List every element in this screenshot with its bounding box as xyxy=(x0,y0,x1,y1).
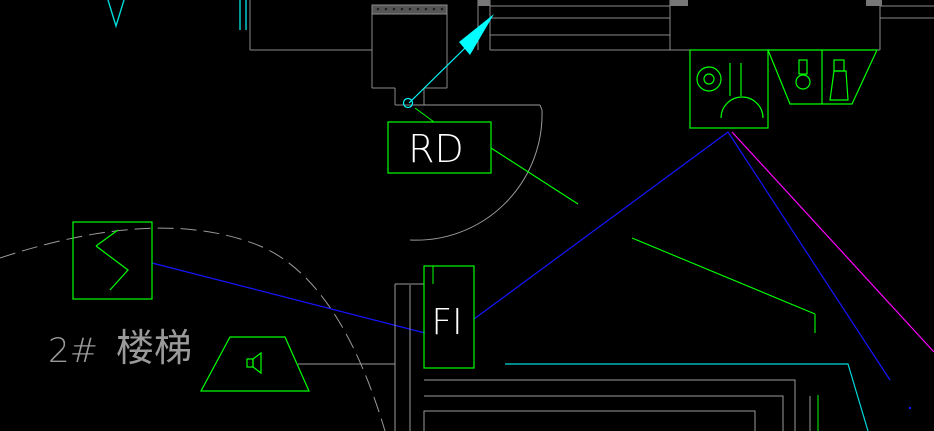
speaker-icon xyxy=(199,336,310,392)
cyan-wiring-bottom xyxy=(505,363,869,431)
signal-module-icon xyxy=(689,49,769,129)
column-marker-1 xyxy=(478,0,490,6)
column-marker-2 xyxy=(670,0,688,6)
cyan-arrow-icon xyxy=(402,14,494,109)
alarm-bell-icon xyxy=(72,221,153,300)
green-wiring xyxy=(490,147,816,333)
hatch-dots xyxy=(376,7,444,11)
stair-number: 2# xyxy=(48,331,98,371)
stair-label: 2# 楼梯 xyxy=(48,326,192,371)
blue-wiring xyxy=(151,131,891,381)
leader-rd xyxy=(414,107,435,123)
call-point-panel xyxy=(767,49,878,105)
fi-symbol: FI xyxy=(423,265,475,369)
wall-lines-bottom xyxy=(394,283,811,431)
rd-label: RD xyxy=(408,127,464,171)
fi-label: FI xyxy=(431,302,462,343)
door-swing xyxy=(409,104,543,241)
stair-name: 楼梯 xyxy=(116,326,192,370)
wall-lines-top xyxy=(249,0,934,106)
magenta-wiring xyxy=(731,131,934,353)
telephone-jack-icon xyxy=(829,59,849,101)
stair-dashed-arc xyxy=(0,227,386,431)
blue-dot xyxy=(908,406,912,410)
rd-symbol: RD xyxy=(387,121,492,174)
column-marker-3 xyxy=(866,0,882,6)
cyan-marks xyxy=(107,0,247,30)
manual-call-point-icon xyxy=(795,59,811,90)
